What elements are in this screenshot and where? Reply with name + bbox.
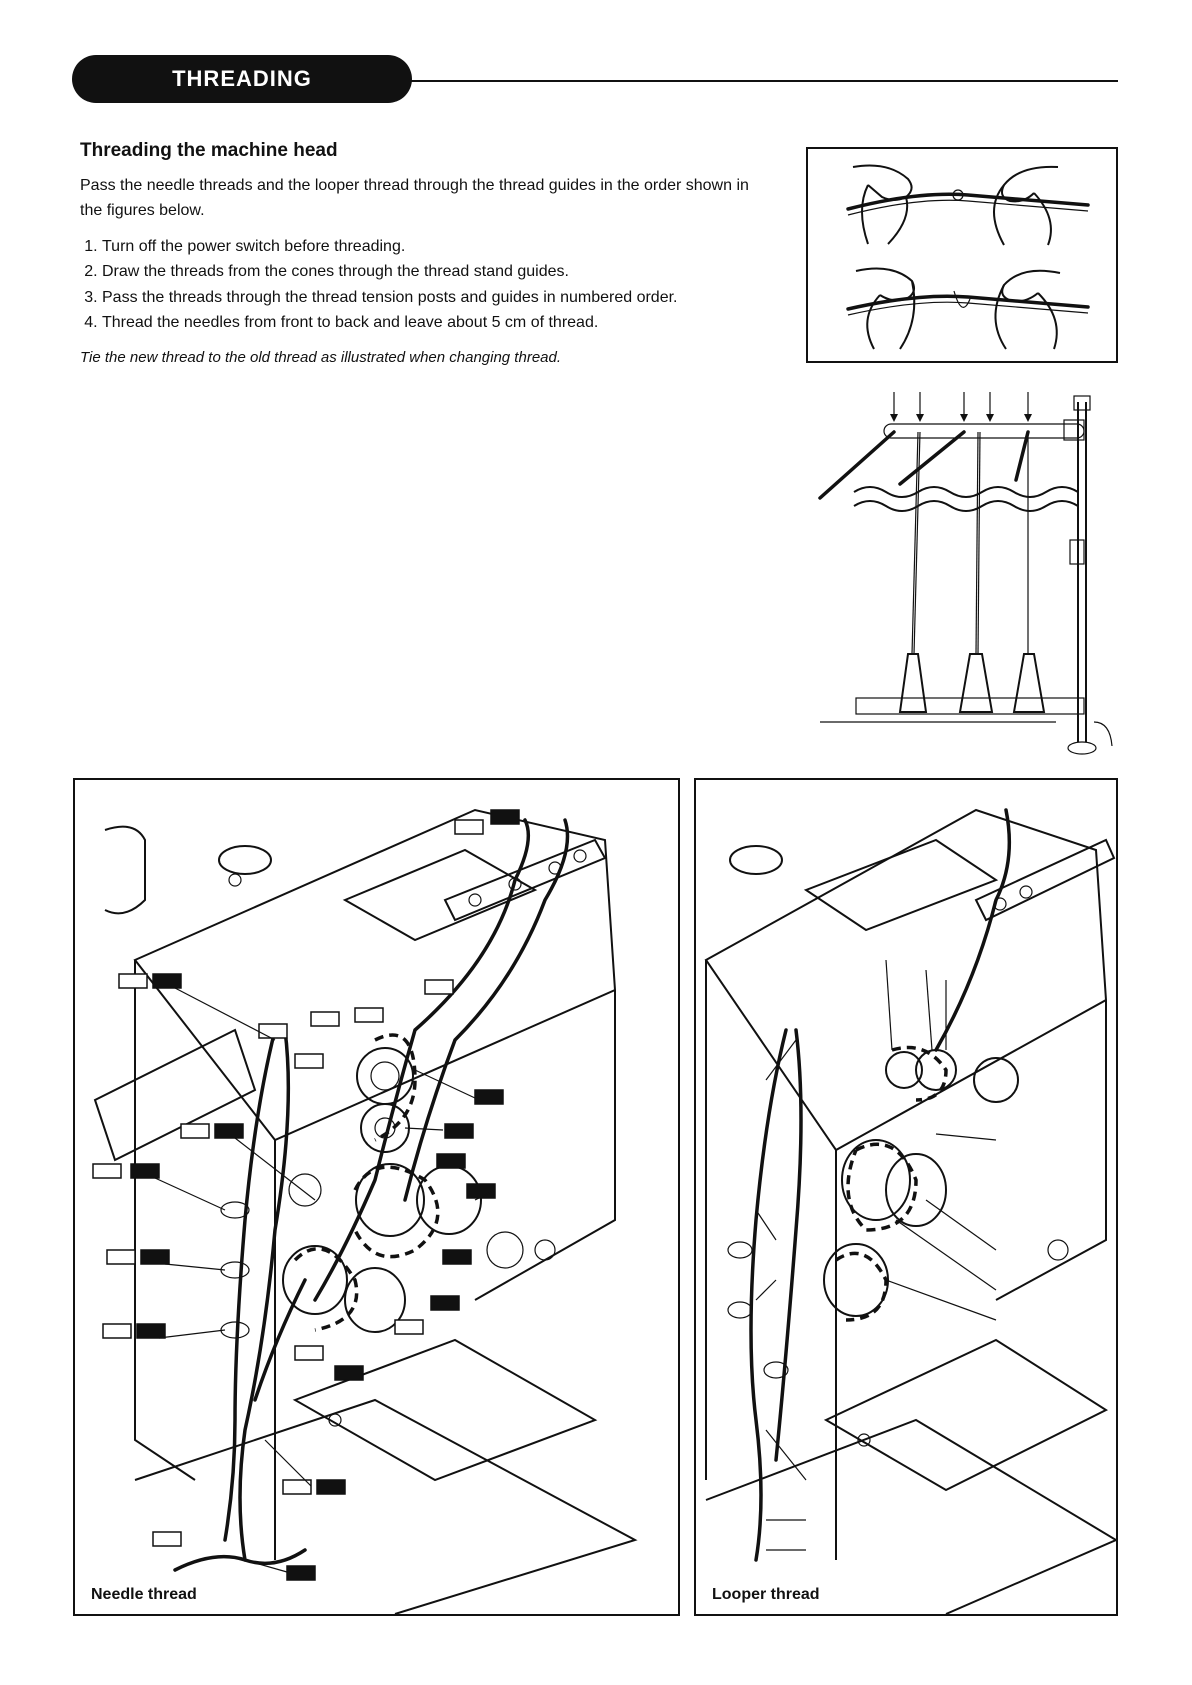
label-tag	[466, 1183, 496, 1199]
label-tag	[102, 1323, 132, 1339]
label-tag	[282, 1479, 312, 1495]
label-tag	[436, 1153, 466, 1169]
instruction-step: Pass the threads through the thread tens…	[102, 285, 770, 311]
label-tag	[180, 1123, 210, 1139]
instruction-text: Threading the machine head Pass the need…	[80, 140, 770, 379]
label-tag	[354, 1007, 384, 1023]
looper-thread-caption: Looper thread	[712, 1586, 820, 1603]
knot-figure	[806, 147, 1118, 363]
section-title-pill: THREADING	[72, 55, 412, 103]
label-tag	[286, 1565, 316, 1581]
instruction-step: Turn off the power switch before threadi…	[102, 234, 770, 260]
needle-thread-figure: Needle thread	[73, 778, 680, 1616]
knot-illustration	[846, 164, 1090, 350]
instruction-step: Draw the threads from the cones through …	[102, 259, 770, 285]
instruction-step: Thread the needles from front to back an…	[102, 310, 770, 336]
looper-thread-figure: Looper thread	[694, 778, 1118, 1616]
label-tag	[444, 1123, 474, 1139]
label-tag	[152, 1531, 182, 1547]
label-tag	[394, 1319, 424, 1335]
label-tag	[294, 1345, 324, 1361]
label-tag	[140, 1249, 170, 1265]
label-tag	[454, 819, 484, 835]
needle-thread-caption: Needle thread	[91, 1586, 197, 1603]
needle-thread-illustration	[92, 808, 638, 1614]
instruction-heading: Threading the machine head	[80, 140, 338, 161]
label-tag	[136, 1323, 166, 1339]
label-tag	[334, 1365, 364, 1381]
label-tag	[316, 1479, 346, 1495]
label-tag	[430, 1295, 460, 1311]
label-tag	[118, 973, 148, 989]
thread-stand-illustration	[818, 392, 1113, 755]
label-tag	[106, 1249, 136, 1265]
label-tag	[130, 1163, 160, 1179]
label-tag	[152, 973, 182, 989]
label-tag	[310, 1011, 340, 1027]
instruction-note: Tie the new thread to the old thread as …	[80, 348, 562, 366]
label-tag	[424, 979, 454, 995]
label-tag	[258, 1023, 288, 1039]
label-tag	[294, 1053, 324, 1069]
label-tag	[474, 1089, 504, 1105]
looper-thread-illustration	[704, 808, 1116, 1614]
section-title: THREADING	[172, 66, 312, 91]
label-tag	[214, 1123, 244, 1139]
header-rule	[410, 80, 1118, 82]
thread-stand-figure	[810, 392, 1130, 762]
label-tag	[442, 1249, 472, 1265]
label-tag	[92, 1163, 122, 1179]
label-tag	[490, 809, 520, 825]
instruction-steps: Turn off the power switch before threadi…	[102, 234, 770, 336]
instruction-intro: Pass the needle threads and the looper t…	[80, 177, 749, 219]
